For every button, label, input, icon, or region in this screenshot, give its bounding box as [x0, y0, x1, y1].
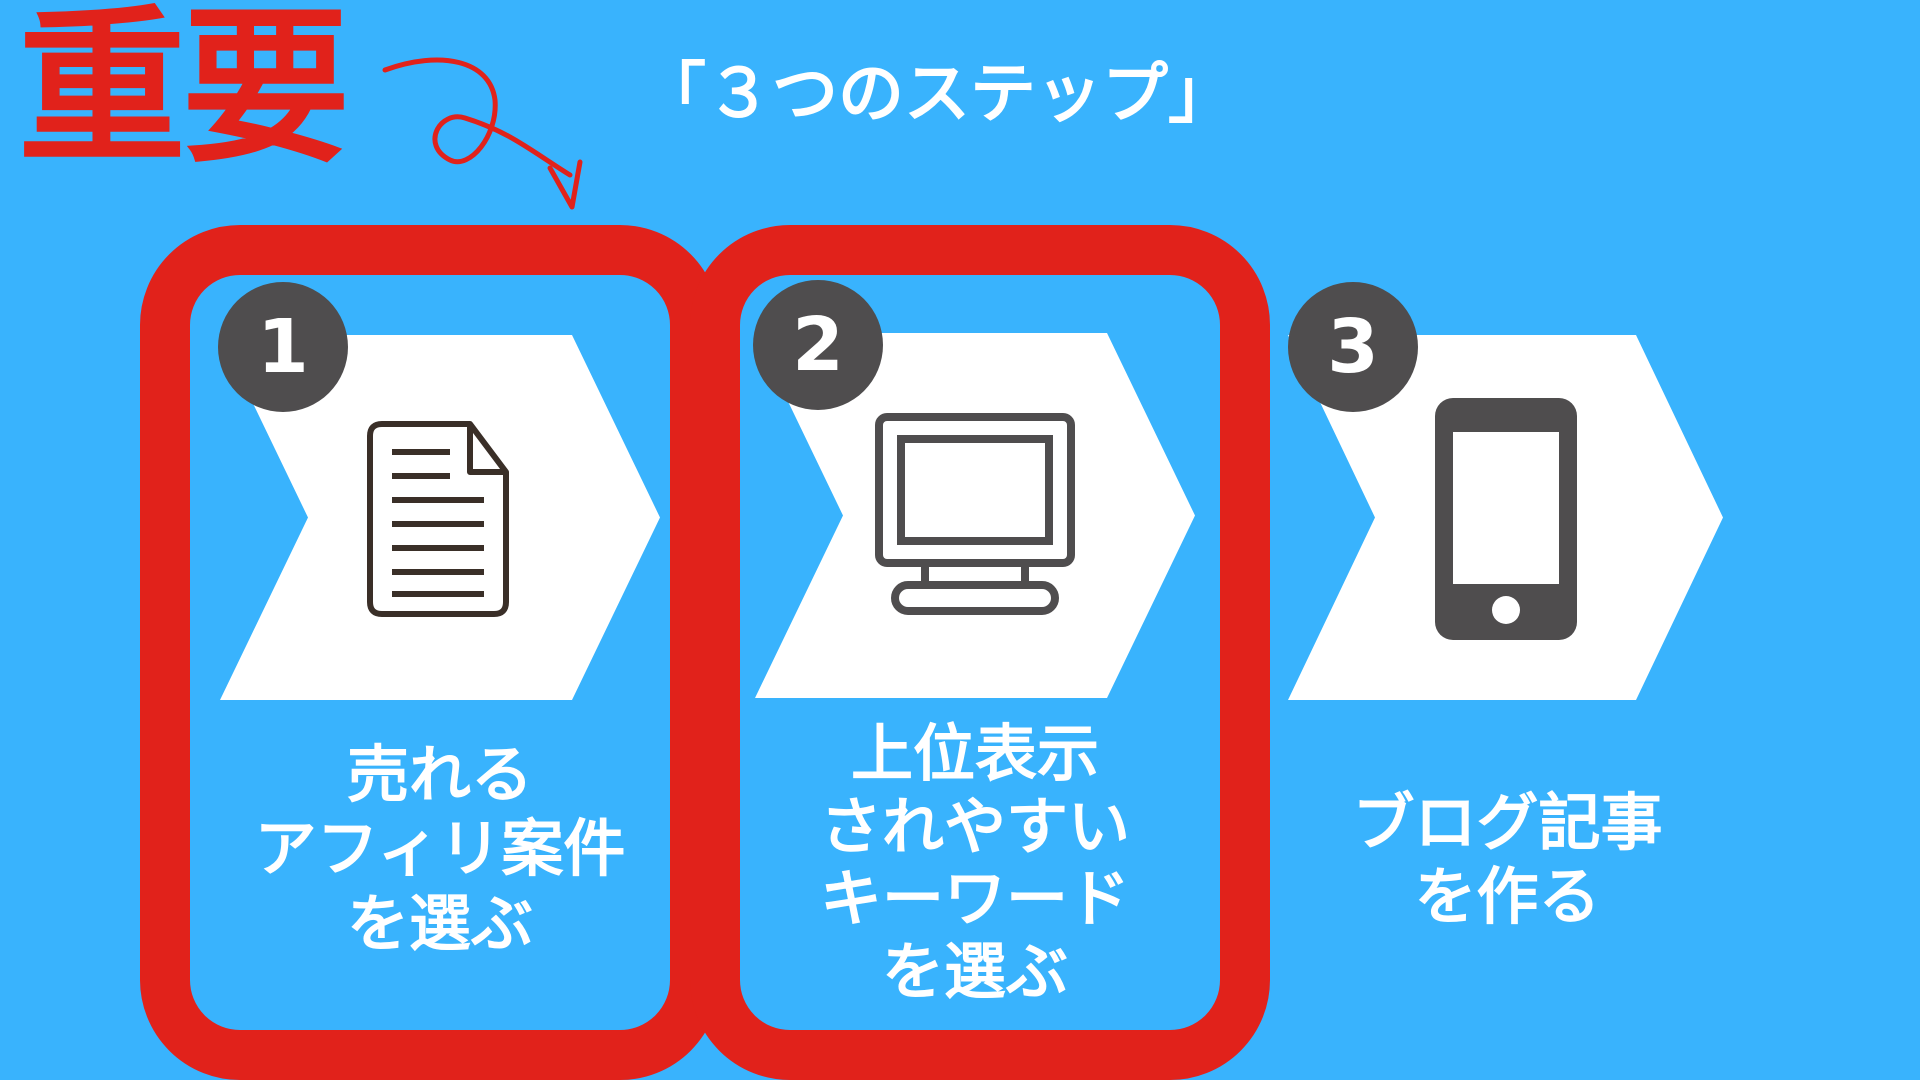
step-1-label: 売れる アフィリ案件 を選ぶ	[254, 738, 626, 960]
step-2-label-clip: 上位表示 されやすい キーワード を選ぶ	[740, 710, 1210, 1026]
curly-arrow-icon	[382, 57, 583, 210]
step-3-label: ブログ記事 を作る	[1352, 786, 1663, 934]
document-icon	[367, 421, 509, 617]
smartphone-icon	[1435, 398, 1577, 640]
monitor-icon	[875, 413, 1075, 615]
highlight-box-step-2	[690, 225, 1270, 1080]
step-2-badge: 2	[753, 280, 883, 410]
subtitle: 「３つのステップ」	[640, 55, 1234, 132]
heading-important: 重要	[18, 0, 350, 186]
step-3-badge: 3	[1288, 282, 1418, 412]
step-2-label: 上位表示 されやすい キーワード を選ぶ	[819, 717, 1130, 1008]
step-1-badge: 1	[218, 282, 348, 412]
